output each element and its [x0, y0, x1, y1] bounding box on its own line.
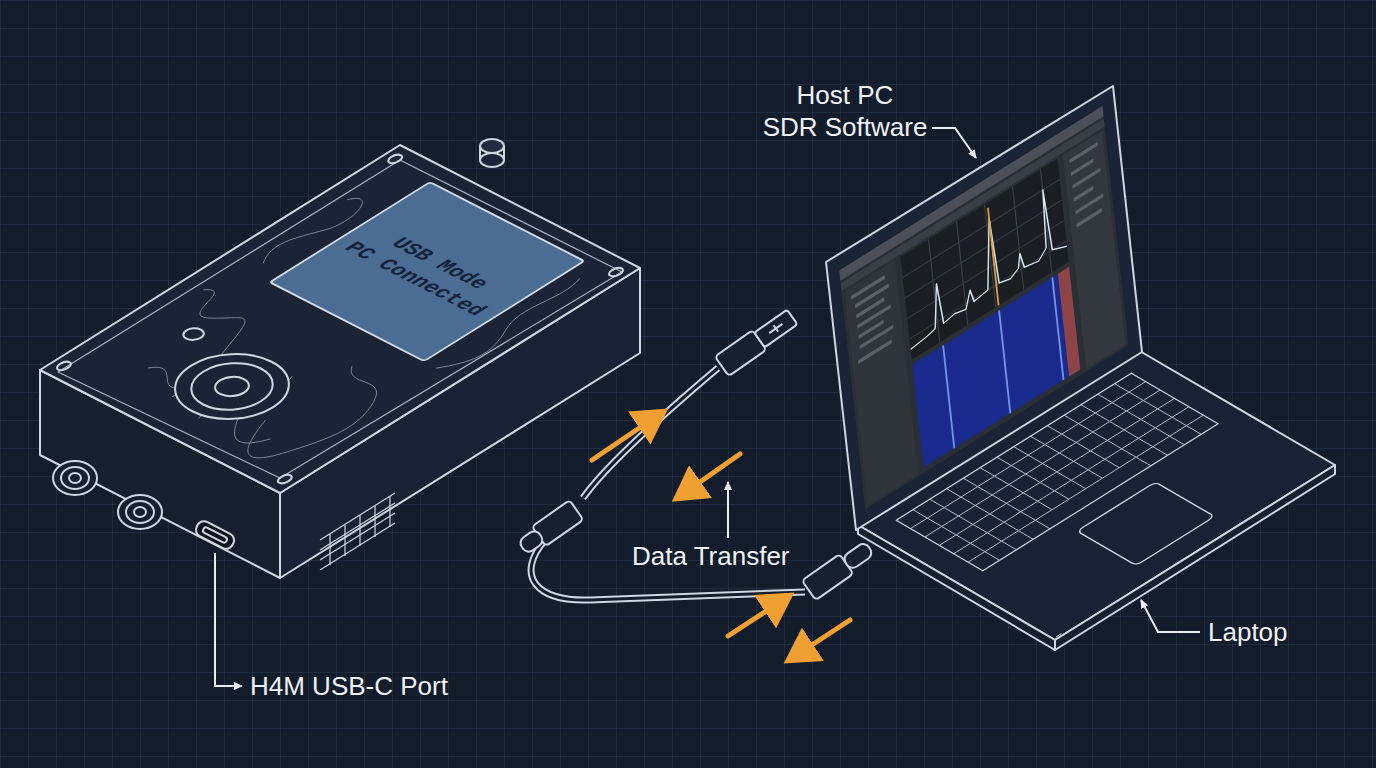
callout-label: H4M USB-C Port — [250, 671, 448, 701]
callout-label: SDR Software — [763, 112, 928, 142]
callout-label: Laptop — [1208, 617, 1288, 647]
leader-lines — [215, 128, 1200, 686]
usb-cable — [516, 307, 877, 600]
laptop — [826, 86, 1335, 650]
data-arrows — [592, 414, 850, 658]
callout-label: Host PC — [797, 80, 894, 110]
portapack-device — [40, 139, 640, 578]
callout-label: Data Transfer — [632, 541, 790, 571]
